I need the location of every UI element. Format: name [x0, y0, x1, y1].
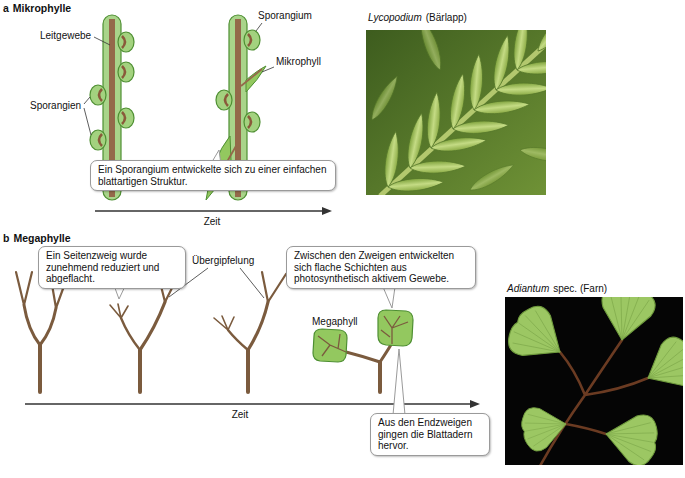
illustration-part	[244, 30, 260, 50]
illustration-part	[121, 318, 140, 350]
callout-box: Zwischen den Zweigen entwickelten sich f…	[286, 246, 476, 289]
illustration-part	[636, 331, 683, 400]
megaphyll-leaves	[313, 310, 413, 362]
illustration-part	[118, 32, 134, 52]
callout-box: Ein Seitenzweig wurde zunehmend reduzier…	[38, 246, 186, 289]
illustration-part	[496, 82, 546, 96]
figure-label: Adiantum	[507, 283, 549, 295]
figure-label: Sporangium	[258, 10, 312, 22]
illustration-part	[214, 316, 234, 330]
illustration-part	[118, 62, 134, 82]
illustration-part	[511, 30, 531, 71]
illustration-part	[490, 34, 513, 91]
figure-label: a	[3, 2, 9, 14]
figure-label: spec. (Farn)	[553, 283, 607, 295]
figure-label: Megaphylle	[13, 232, 70, 244]
illustration-part	[256, 23, 262, 31]
illustration-part	[378, 362, 382, 392]
figure-label: Megaphyll	[312, 316, 358, 328]
callout-box: Ein Sporangium entwickelte sich zu einer…	[90, 160, 336, 191]
illustration-part	[241, 69, 262, 86]
illustration-part	[519, 402, 570, 453]
illustration-part	[262, 272, 286, 302]
illustration-part	[318, 334, 346, 356]
illustration-part	[38, 345, 42, 392]
illustration-part	[473, 98, 530, 116]
time-arrow	[25, 400, 480, 408]
figure-label: Lycopodium	[368, 12, 422, 24]
figure-label: Leitgewebe	[40, 30, 91, 42]
illustration-part	[138, 350, 142, 392]
figure-label: Mikrophyll	[276, 56, 321, 68]
illustration-part	[596, 297, 658, 345]
illustration-part	[240, 268, 264, 298]
illustration-part	[262, 67, 274, 72]
figure-label: b	[3, 232, 9, 244]
illustration-part	[425, 92, 443, 149]
illustration-part	[410, 160, 466, 174]
lycopodium-photo	[366, 30, 546, 195]
illustration-part	[94, 37, 110, 45]
figure-label: Zeit	[232, 409, 249, 421]
illustration-part	[415, 30, 445, 72]
illustration-part	[468, 54, 485, 111]
illustration-part	[84, 108, 91, 135]
leader-lines	[84, 23, 274, 135]
callout-text: Ein Sporangium entwickelte sich zu einer…	[98, 164, 328, 187]
illustration-part	[430, 134, 487, 154]
illustration-part	[453, 119, 510, 135]
figure-label: Übergipfelung	[192, 255, 254, 267]
adiantum-photo	[505, 297, 683, 465]
callout-box: Aus den Endzweigen gingen die Blattadern…	[370, 413, 490, 456]
illustration-part	[505, 299, 575, 374]
illustration-part	[533, 30, 546, 55]
illustration-part	[602, 409, 661, 465]
figure-label: (Bärlapp)	[426, 12, 467, 24]
illustration-part	[248, 302, 268, 350]
illustration-part	[447, 73, 469, 130]
time-arrow	[95, 207, 332, 215]
illustration-part	[90, 130, 106, 150]
illustration-part	[404, 112, 427, 169]
figure-label: Sporangien	[30, 100, 81, 112]
illustration-part	[95, 210, 323, 212]
illustration-part	[84, 97, 90, 104]
illustration-part	[118, 108, 134, 128]
illustration-part	[467, 160, 516, 195]
illustration-part	[24, 305, 56, 345]
illustration-part	[519, 144, 546, 166]
illustration-part	[346, 343, 392, 362]
figure-label: Mikrophylle	[13, 2, 71, 14]
figure-label: Zeit	[204, 216, 221, 228]
branch-systems	[16, 272, 392, 392]
illustration-part	[382, 131, 402, 188]
illustration-part	[246, 350, 250, 392]
illustration-part	[470, 400, 480, 408]
illustration-part	[140, 302, 165, 350]
illustration-part	[322, 207, 332, 215]
illustration-part	[228, 330, 248, 350]
illustration-part	[378, 310, 413, 346]
illustration-part	[381, 316, 408, 344]
illustration-part	[367, 74, 402, 123]
callout-text: Zwischen den Zweigen entwickelten sich f…	[294, 250, 468, 285]
illustration-part	[216, 90, 232, 110]
illustration-part	[387, 176, 444, 193]
illustration-part	[110, 304, 128, 318]
callout-text: Aus den Endzweigen gingen die Blattadern…	[378, 417, 482, 452]
callout-text: Ein Seitenzweig wurde zunehmend reduzier…	[46, 250, 178, 285]
illustration-part	[380, 44, 546, 195]
illustration-part	[244, 112, 260, 132]
illustration-part	[313, 329, 347, 362]
illustration-part	[90, 85, 106, 105]
